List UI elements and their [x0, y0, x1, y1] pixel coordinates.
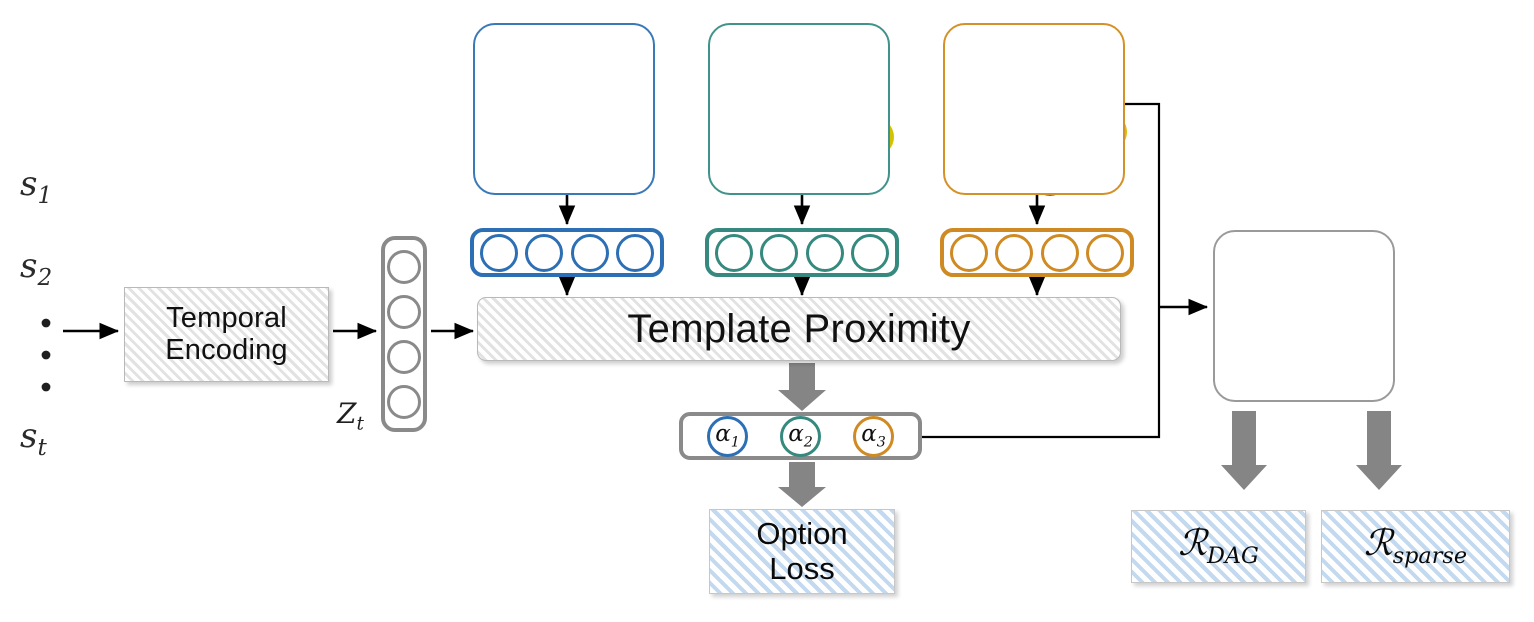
template-embedding-row-3[interactable]: [940, 228, 1134, 277]
embedding-slot: [760, 233, 799, 272]
template-embedding-row-2[interactable]: [705, 228, 899, 277]
sequence-label-s2: s2: [20, 246, 53, 291]
regularizer-sparse-label: ℛsparse: [1363, 522, 1468, 569]
latent-vector-zt: [381, 236, 427, 432]
block-arrow-proximity-to-alpha: [778, 363, 826, 411]
embedding-slot: [480, 233, 518, 272]
temporal-encoding-label-line1: Temporal: [166, 302, 287, 335]
template-card-3[interactable]: [943, 23, 1125, 195]
latent-vector-label: Zt: [337, 397, 364, 435]
option-loss-label-line2: Loss: [769, 550, 835, 586]
block-arrow-output-to-rdag: [1221, 411, 1267, 490]
alpha-weight-1[interactable]: α1: [707, 415, 748, 457]
temporal-encoding-box: Temporal Encoding: [124, 287, 329, 382]
embedding-slot: [570, 233, 609, 272]
block-arrow-output-to-rsparse: [1356, 411, 1402, 490]
embedding-slot: [950, 233, 988, 272]
regularizer-sparse-box: ℛsparse: [1321, 510, 1510, 583]
latent-slot: [387, 294, 421, 329]
temporal-encoding-label-line2: Encoding: [165, 333, 288, 366]
sequence-ellipsis: [41, 318, 51, 392]
template-card-1[interactable]: [473, 23, 655, 195]
latent-slot: [387, 384, 421, 419]
output-graph-card[interactable]: [1213, 230, 1395, 402]
template-embedding-row-1[interactable]: [470, 228, 664, 277]
sequence-label-st: st: [20, 416, 47, 461]
alpha-weight-3[interactable]: α3: [853, 415, 894, 457]
template-proximity-label: Template Proximity: [627, 306, 971, 351]
option-loss-label-line1: Option: [756, 516, 848, 552]
embedding-slot: [715, 233, 753, 272]
alpha-weights-box: α1 α2 α3: [679, 412, 922, 460]
connector-alpha-to-output: [922, 307, 1161, 439]
sequence-label-s1: s1: [20, 164, 53, 209]
embedding-slot: [615, 233, 654, 272]
regularizer-dag-box: ℛDAG: [1131, 510, 1306, 583]
template-proximity-box: Template Proximity: [477, 297, 1121, 361]
embedding-slot: [1085, 233, 1124, 272]
latent-slot: [387, 249, 421, 284]
latent-slot: [387, 339, 421, 374]
option-loss-box: Option Loss: [709, 509, 895, 594]
embedding-slot: [995, 233, 1034, 272]
alpha-weight-2[interactable]: α2: [780, 415, 821, 457]
embedding-slot: [805, 233, 844, 272]
embedding-slot: [850, 233, 889, 272]
block-arrow-alpha-to-option-loss: [778, 462, 826, 507]
embedding-slot: [525, 233, 564, 272]
regularizer-dag-label: ℛDAG: [1178, 522, 1259, 569]
embedding-slot: [1040, 233, 1079, 272]
template-card-2[interactable]: [708, 23, 890, 195]
